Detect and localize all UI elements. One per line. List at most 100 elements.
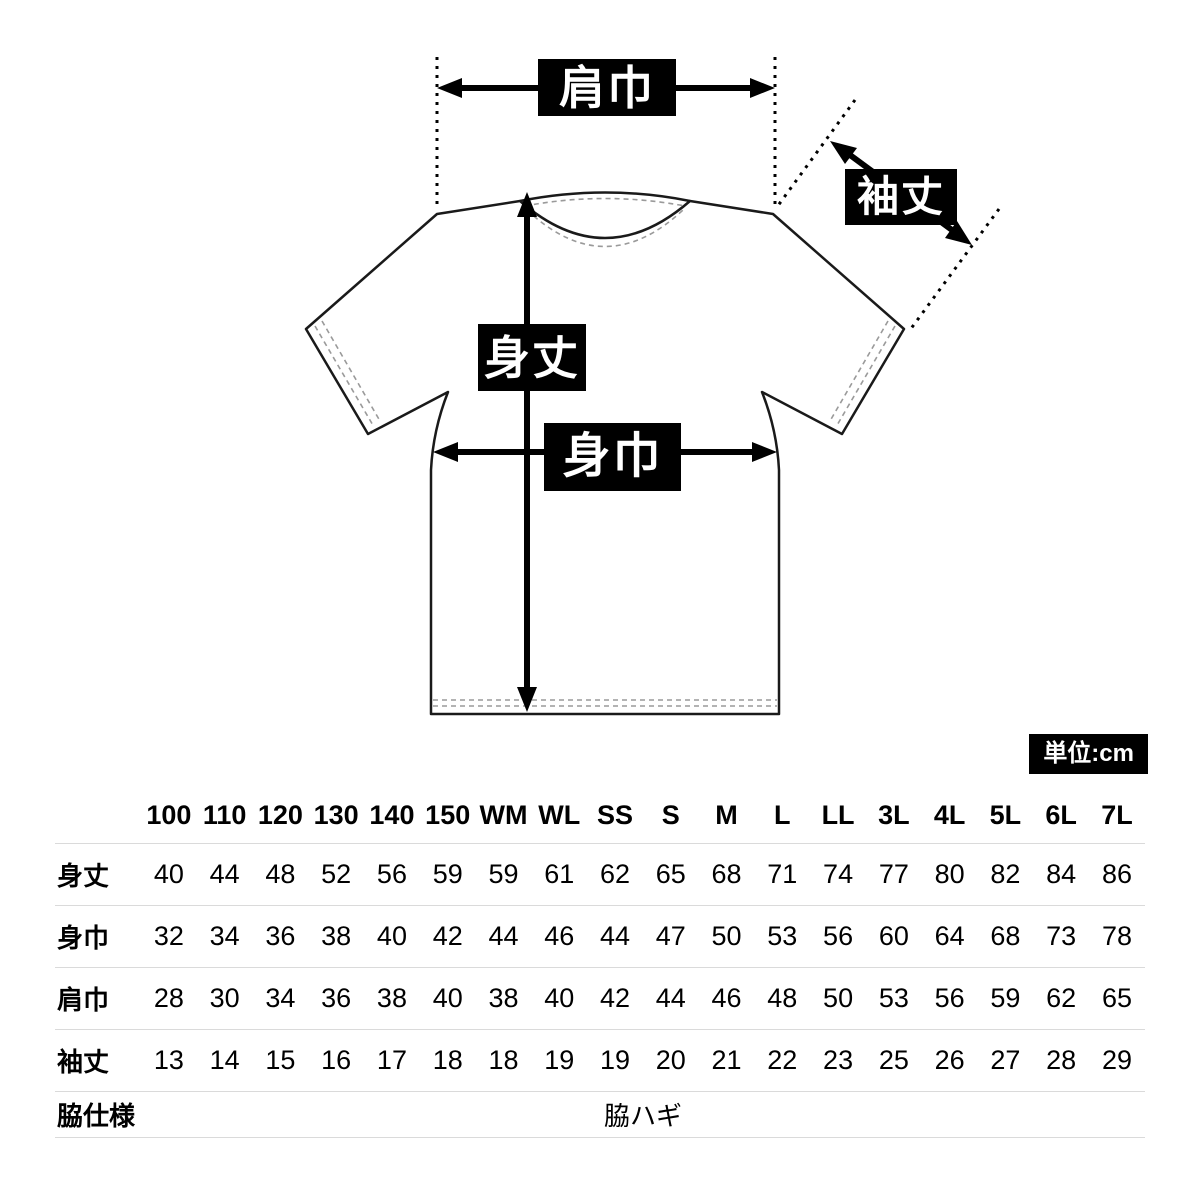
corner-cell — [55, 788, 141, 844]
measurement-value: 40 — [432, 983, 463, 1013]
measurement-value: 53 — [767, 921, 798, 951]
sleeve-length-label: 袖丈 — [845, 169, 957, 225]
measurement-value: 22 — [767, 1045, 798, 1075]
arrowhead — [437, 78, 462, 98]
measurement-value: 38 — [321, 921, 352, 951]
measurement-value: 36 — [265, 921, 296, 951]
arrowhead — [945, 221, 972, 245]
measurement-value: 23 — [823, 1045, 854, 1075]
measurement-value: 44 — [488, 921, 519, 951]
measurement-value: 29 — [1101, 1045, 1133, 1075]
measurement-value: 34 — [265, 983, 296, 1013]
measurement-value: 71 — [767, 859, 798, 889]
sleeve-stitch — [835, 325, 896, 428]
arrowhead — [830, 141, 857, 164]
arrowhead — [517, 192, 537, 217]
measurement-value: 44 — [209, 859, 240, 889]
unit-badge: 単位:cm — [1029, 734, 1148, 774]
size-column-header: 140 — [364, 788, 420, 844]
measurement-value: 59 — [432, 859, 463, 889]
measurement-value: 86 — [1101, 859, 1133, 889]
measurement-value: 16 — [321, 1045, 352, 1075]
measurement-value: 65 — [655, 859, 686, 889]
row-label: 身丈 — [57, 861, 110, 891]
size-column-header: 100 — [141, 788, 197, 844]
size-column-header: 110 — [196, 788, 253, 844]
measurement-value: 44 — [655, 983, 686, 1013]
measurement-value: 46 — [711, 983, 742, 1013]
measurement-value: 19 — [544, 1045, 575, 1075]
measurement-value: 47 — [655, 921, 686, 951]
collar-back-arc — [519, 191, 691, 203]
measurement-value: 38 — [376, 983, 407, 1013]
size-column-header: 6L — [1033, 788, 1090, 844]
measurement-value: 60 — [878, 921, 909, 951]
body-width-label: 身巾 — [544, 423, 681, 491]
measurement-value: 62 — [599, 859, 631, 889]
shoulder-width-label: 肩巾 — [538, 59, 676, 116]
row-label: 袖丈 — [57, 1047, 110, 1077]
size-column-header: L — [754, 788, 811, 844]
measurement-value: 56 — [376, 859, 407, 889]
measurement-value: 50 — [711, 921, 742, 951]
side-spec-row: 脇仕様 脇ハギ — [55, 1092, 1145, 1138]
measurement-value: 59 — [990, 983, 1021, 1013]
measurement-value: 52 — [321, 859, 352, 889]
measurement-value: 56 — [934, 983, 965, 1013]
measurement-value: 74 — [823, 859, 854, 889]
sleeve-stitch — [321, 320, 381, 422]
measurement-value: 68 — [711, 859, 742, 889]
arrowhead — [517, 687, 537, 712]
measurement-value: 25 — [878, 1045, 909, 1075]
sleeve-stitch — [829, 320, 889, 422]
size-diagram: 肩巾 袖丈 身丈 身巾 — [304, 57, 1001, 716]
size-column-header: WM — [475, 788, 532, 844]
measurement-value: 56 — [823, 921, 854, 951]
side-spec-value: 脇ハギ — [603, 1101, 682, 1131]
measurement-value: 18 — [432, 1045, 463, 1075]
measurement-value: 21 — [711, 1045, 742, 1075]
measurement-value: 78 — [1101, 921, 1133, 951]
measurement-value: 30 — [209, 983, 240, 1013]
body-length-label: 身丈 — [478, 324, 586, 391]
size-column-header: 7L — [1089, 788, 1145, 844]
arrowhead — [433, 442, 458, 462]
measurement-value: 84 — [1046, 859, 1077, 889]
collar-stitch — [524, 197, 686, 207]
measurement-value: 28 — [153, 983, 184, 1013]
measurement-value: 42 — [599, 983, 631, 1013]
measurement-value: 44 — [599, 921, 631, 951]
measurement-value: 50 — [823, 983, 854, 1013]
measurement-value: 28 — [1046, 1045, 1077, 1075]
measurement-value: 15 — [265, 1045, 296, 1075]
size-column-header: 3L — [865, 788, 922, 844]
measurement-value: 38 — [488, 983, 519, 1013]
size-column-header: 130 — [308, 788, 365, 844]
measurement-value: 42 — [432, 921, 463, 951]
measurement-value: 46 — [544, 921, 575, 951]
measurement-value: 61 — [544, 859, 575, 889]
measurement-value: 40 — [544, 983, 575, 1013]
measurement-value: 19 — [599, 1045, 631, 1075]
size-column-header: SS — [587, 788, 643, 844]
measurement-value: 82 — [990, 859, 1021, 889]
row-label: 脇仕様 — [57, 1101, 136, 1131]
measurement-value: 77 — [878, 859, 909, 889]
measurement-value: 59 — [488, 859, 519, 889]
size-column-header: M — [698, 788, 755, 844]
measurement-value: 53 — [878, 983, 909, 1013]
measurement-value: 20 — [655, 1045, 686, 1075]
measurement-value: 17 — [376, 1045, 407, 1075]
measurement-value: 80 — [934, 859, 965, 889]
size-column-header: 120 — [252, 788, 309, 844]
measurement-value: 36 — [321, 983, 352, 1013]
measurement-value: 73 — [1046, 921, 1077, 951]
sleeve-guide-line — [775, 99, 857, 208]
size-column-header: S — [642, 788, 699, 844]
sleeve-stitch — [314, 325, 375, 428]
